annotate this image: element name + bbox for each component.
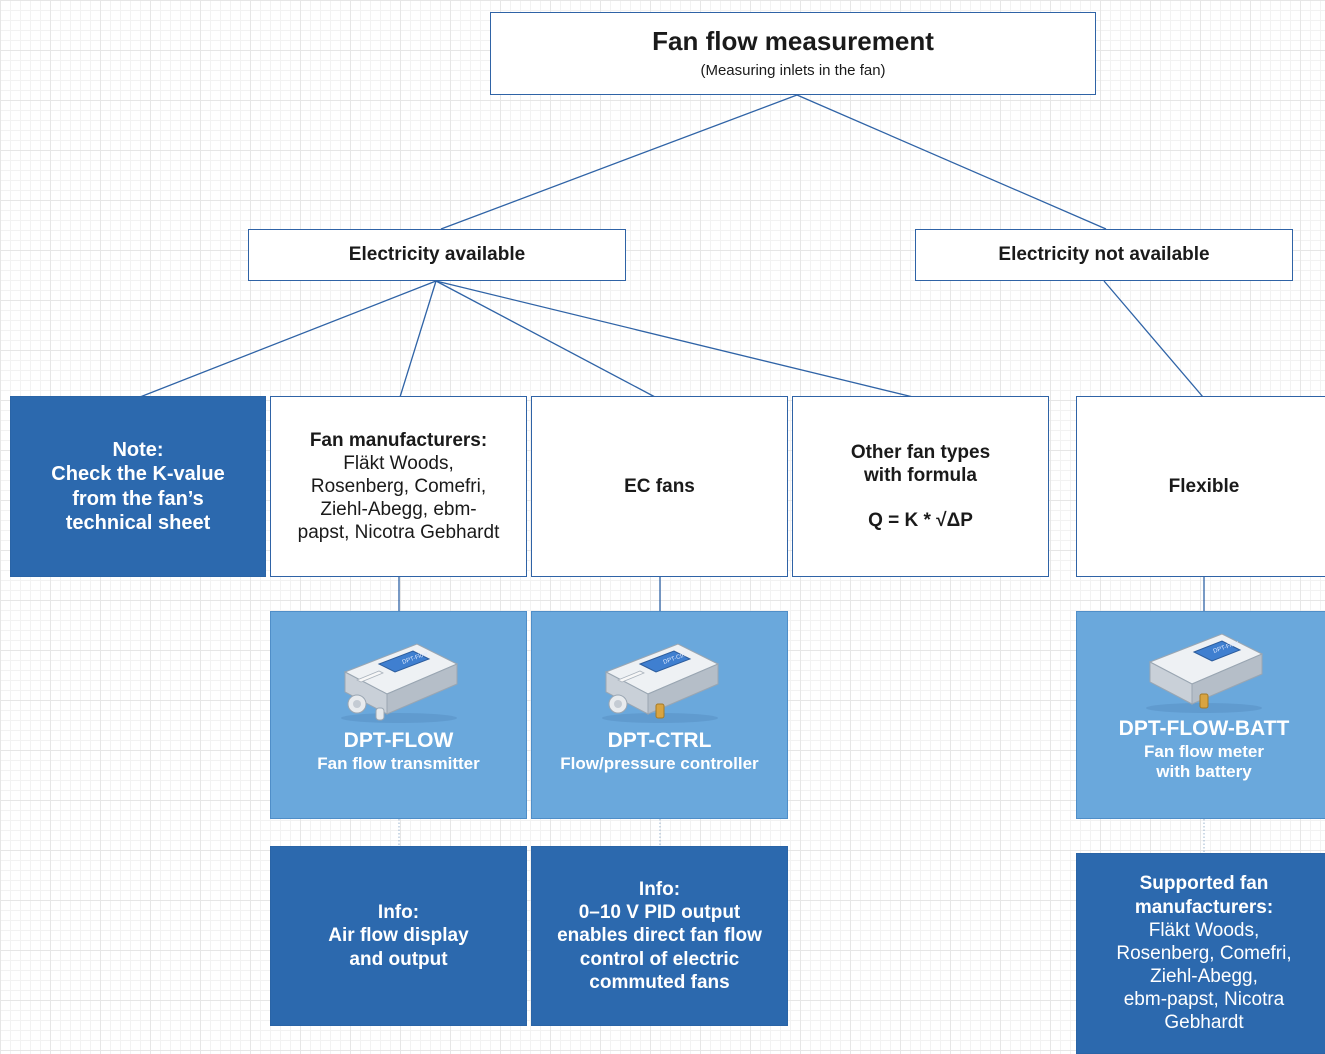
flexible-box: Flexible	[1076, 396, 1325, 577]
info-dpt-ctrl: Info: 0–10 V PID output enables direct f…	[531, 846, 788, 1026]
diagram-subtitle: (Measuring inlets in the fan)	[700, 62, 886, 80]
branch-electricity-not-available: Electricity not available	[915, 229, 1293, 281]
product-dpt-flow-batt: DPT-Flow DPT-FLOW-BATT Fan flow meter wi…	[1076, 611, 1325, 819]
pressure-transmitter-device-icon: DPT-Flow	[1146, 633, 1264, 713]
connector-electricity-manufacturers	[399, 280, 437, 398]
manufacturers-heading: Fan manufacturers:	[309, 429, 488, 451]
fan-manufacturers-box: Fan manufacturers: Fläkt Woods, Rosenber…	[270, 396, 527, 577]
info-line: Info:	[638, 879, 681, 901]
supported-line: Gebhardt	[1164, 1012, 1244, 1034]
other-line: with formula	[864, 464, 977, 486]
product-name: DPT-FLOW	[343, 729, 454, 752]
product-description: with battery	[1156, 762, 1252, 782]
note-line: technical sheet	[65, 511, 211, 534]
branch-label: Electricity available	[348, 244, 526, 266]
info-line: Air flow display	[328, 925, 469, 947]
info-line: Info:	[377, 902, 420, 924]
product-description: Fan flow meter	[1144, 741, 1264, 761]
formula: Q = K * √ΔP	[868, 510, 973, 532]
info-dpt-flow: Info: Air flow display and output	[270, 846, 527, 1026]
info-line: control of electric	[579, 948, 740, 970]
info-line: 0–10 V PID output	[578, 902, 741, 924]
note-box: Note: Check the K-value from the fan’s t…	[10, 396, 266, 577]
product-dpt-flow: DPT-Flow DPT-FLOW Fan flow transmitter	[270, 611, 527, 819]
other-line: Other fan types	[850, 441, 991, 463]
info-line: and output	[349, 948, 448, 970]
connector-root-electricity	[440, 94, 798, 230]
manufacturers-line: Ziehl-Abegg, ebm-	[320, 499, 477, 521]
note-line: Check the K-value	[51, 463, 225, 486]
info-line: enables direct fan flow	[557, 925, 762, 947]
flexible-label: Flexible	[1168, 475, 1240, 497]
connector-electricity-ec	[435, 280, 656, 398]
supported-heading: Supported fan	[1139, 873, 1269, 895]
connector-electricity-other	[435, 280, 914, 398]
note-line: from the fan’s	[72, 487, 204, 510]
pressure-transmitter-device-icon: DPT-Flow	[340, 643, 458, 723]
manufacturers-line: Fläkt Woods,	[343, 452, 454, 474]
branch-electricity-available: Electricity available	[248, 229, 626, 281]
manufacturers-line: Rosenberg, Comefri,	[310, 475, 487, 497]
note-line: Note:	[112, 438, 164, 461]
ec-fans-label: EC fans	[624, 475, 695, 497]
pressure-transmitter-device-icon: DPT-Ctrl	[601, 643, 719, 723]
product-description: Fan flow transmitter	[317, 753, 480, 773]
branch-label: Electricity not available	[998, 244, 1210, 266]
connector-no-electricity-flexible	[1103, 280, 1204, 398]
connector-root-no-electricity	[796, 94, 1107, 230]
product-description: Flow/pressure controller	[560, 753, 759, 773]
diagram-title: Fan flow measurement	[652, 26, 934, 57]
info-line: commuted fans	[589, 971, 730, 993]
manufacturers-line: papst, Nicotra Gebhardt	[297, 522, 500, 544]
root-node: Fan flow measurement (Measuring inlets i…	[490, 12, 1096, 95]
supported-line: ebm-papst, Nicotra	[1123, 989, 1285, 1011]
connector-electricity-note	[139, 280, 437, 398]
product-dpt-ctrl: DPT-Ctrl DPT-CTRL Flow/pressure controll…	[531, 611, 788, 819]
supported-line: Rosenberg, Comefri,	[1116, 942, 1292, 964]
supported-line: Fläkt Woods,	[1148, 919, 1260, 941]
product-name: DPT-FLOW-BATT	[1118, 717, 1290, 740]
supported-heading: manufacturers:	[1134, 896, 1274, 918]
supported-manufacturers-box: Supported fan manufacturers: Fläkt Woods…	[1076, 853, 1325, 1054]
ec-fans-box: EC fans	[531, 396, 788, 577]
supported-line: Ziehl-Abegg,	[1150, 966, 1258, 988]
other-fan-types-box: Other fan types with formula Q = K * √ΔP	[792, 396, 1049, 577]
product-name: DPT-CTRL	[607, 729, 712, 752]
